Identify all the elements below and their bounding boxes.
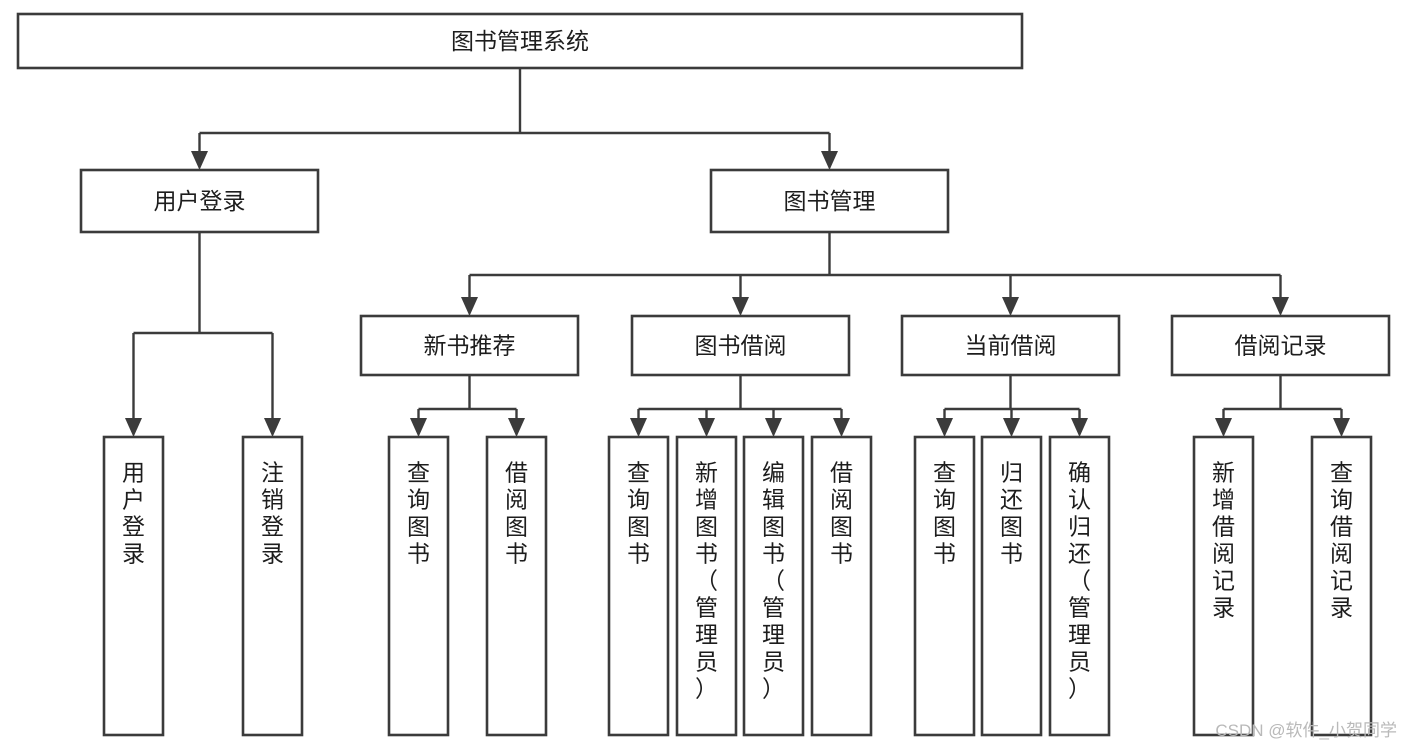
node-leaf-borrow-lend[interactable]: 借阅图书 <box>810 435 873 737</box>
node-leaf-cur-confirm[interactable]: 确认归还（管理员） <box>1048 435 1111 737</box>
node-box-leaf-cur-return[interactable] <box>980 435 1043 737</box>
node-box-new-book-rec[interactable] <box>359 314 580 377</box>
node-box-leaf-cur-query[interactable] <box>913 435 976 737</box>
node-leaf-logout[interactable]: 注销登录 <box>241 435 304 737</box>
node-current-borrow[interactable]: 当前借阅 <box>900 314 1121 377</box>
node-label-current-borrow: 当前借阅 <box>965 333 1057 359</box>
node-leaf-cur-return[interactable]: 归还图书 <box>980 435 1043 737</box>
node-leaf-cur-query[interactable]: 查询图书 <box>913 435 976 737</box>
node-box-leaf-rec-query[interactable] <box>387 435 450 737</box>
node-box-root[interactable] <box>16 12 1024 70</box>
node-label-leaf-rec-search: 查询借阅记录 <box>1330 460 1353 621</box>
node-label-leaf-borrow-add: 新增图书（管理员） <box>695 460 718 702</box>
node-label-leaf-user-login: 用户登录 <box>122 460 145 567</box>
node-box-leaf-logout[interactable] <box>241 435 304 737</box>
node-label-leaf-cur-query: 查询图书 <box>933 460 956 567</box>
node-label-borrow-record: 借阅记录 <box>1235 333 1327 359</box>
node-box-leaf-borrow-lend[interactable] <box>810 435 873 737</box>
node-box-book-borrow[interactable] <box>630 314 851 377</box>
node-label-leaf-cur-return: 归还图书 <box>1000 460 1023 567</box>
node-leaf-borrow-query[interactable]: 查询图书 <box>607 435 670 737</box>
node-box-leaf-rec-borrow[interactable] <box>485 435 548 737</box>
node-label-leaf-cur-confirm: 确认归还（管理员） <box>1068 460 1091 702</box>
node-label-leaf-rec-borrow: 借阅图书 <box>505 460 528 567</box>
node-leaf-user-login[interactable]: 用户登录 <box>102 435 165 737</box>
node-box-user-login[interactable] <box>79 168 320 234</box>
node-box-leaf-user-login[interactable] <box>102 435 165 737</box>
node-box-leaf-borrow-edit[interactable] <box>742 435 805 737</box>
node-root[interactable]: 图书管理系统 <box>16 12 1024 70</box>
node-label-book-borrow: 图书借阅 <box>695 333 787 359</box>
node-leaf-rec-query[interactable]: 查询图书 <box>387 435 450 737</box>
node-leaf-borrow-edit[interactable]: 编辑图书（管理员） <box>742 435 805 737</box>
node-box-leaf-rec-search[interactable] <box>1310 435 1373 737</box>
node-label-user-login: 用户登录 <box>154 188 246 214</box>
node-label-book-manage: 图书管理 <box>784 188 876 214</box>
node-label-leaf-rec-query: 查询图书 <box>407 460 430 567</box>
node-label-new-book-rec: 新书推荐 <box>424 333 516 359</box>
connector-layer <box>125 68 1350 437</box>
node-label-leaf-borrow-edit: 编辑图书（管理员） <box>762 460 785 702</box>
node-label-leaf-borrow-query: 查询图书 <box>627 460 650 567</box>
node-box-leaf-rec-add[interactable] <box>1192 435 1255 737</box>
node-borrow-record[interactable]: 借阅记录 <box>1170 314 1391 377</box>
node-book-manage[interactable]: 图书管理 <box>709 168 950 234</box>
node-leaf-rec-borrow[interactable]: 借阅图书 <box>485 435 548 737</box>
node-box-leaf-borrow-query[interactable] <box>607 435 670 737</box>
node-new-book-rec[interactable]: 新书推荐 <box>359 314 580 377</box>
node-label-leaf-borrow-lend: 借阅图书 <box>830 460 853 567</box>
node-box-book-manage[interactable] <box>709 168 950 234</box>
node-user-login[interactable]: 用户登录 <box>79 168 320 234</box>
node-box-leaf-borrow-add[interactable] <box>675 435 738 737</box>
node-label-root: 图书管理系统 <box>451 28 589 54</box>
node-box-current-borrow[interactable] <box>900 314 1121 377</box>
node-box-leaf-cur-confirm[interactable] <box>1048 435 1111 737</box>
node-leaf-borrow-add[interactable]: 新增图书（管理员） <box>675 435 738 737</box>
node-label-leaf-logout: 注销登录 <box>261 460 284 567</box>
node-box-borrow-record[interactable] <box>1170 314 1391 377</box>
node-label-leaf-rec-add: 新增借阅记录 <box>1212 460 1235 621</box>
node-book-borrow[interactable]: 图书借阅 <box>630 314 851 377</box>
node-layer: 图书管理系统用户登录图书管理新书推荐图书借阅当前借阅借阅记录用户登录注销登录查询… <box>16 12 1391 737</box>
node-leaf-rec-search[interactable]: 查询借阅记录 <box>1310 435 1373 737</box>
node-leaf-rec-add[interactable]: 新增借阅记录 <box>1192 435 1255 737</box>
